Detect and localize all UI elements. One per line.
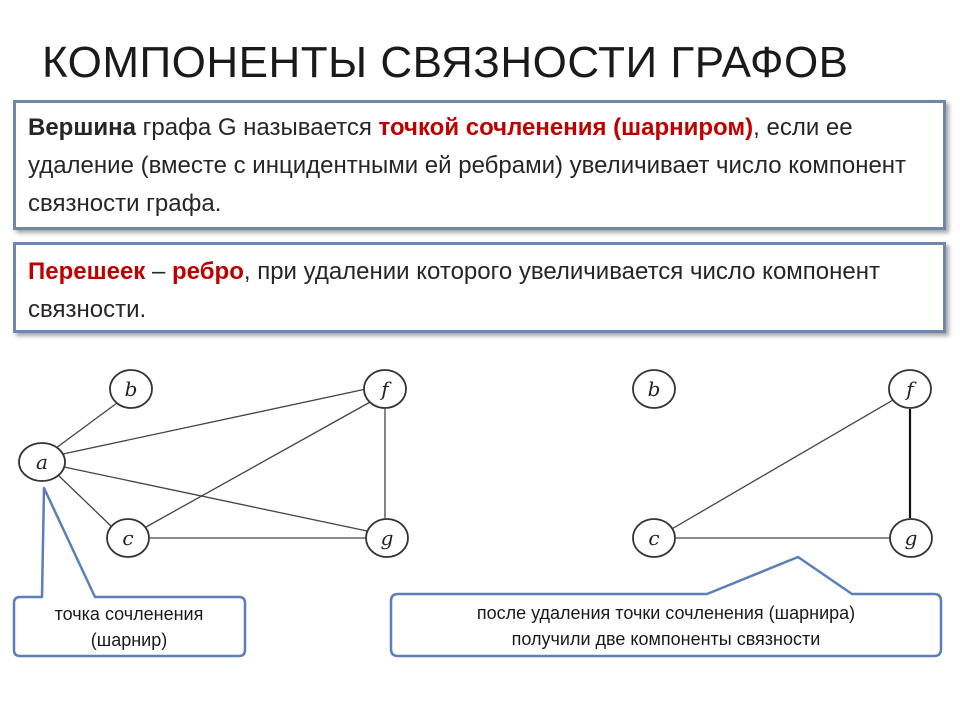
- definition-term: Перешеек: [28, 258, 146, 285]
- node-f: f: [888, 369, 932, 409]
- edge-a-f: [62, 388, 367, 455]
- definition-dash: –: [145, 258, 173, 285]
- callout-shape: [12, 486, 247, 658]
- node-c: c: [106, 518, 150, 558]
- node-label: g: [381, 526, 394, 550]
- callout-text-line2: (шарнир): [91, 630, 167, 650]
- edge-c-f: [669, 399, 894, 531]
- node-f: f: [363, 369, 407, 409]
- node-c: c: [632, 518, 676, 558]
- node-g: g: [889, 518, 933, 558]
- definition-highlight: ребро: [172, 258, 244, 285]
- callout-text-line1: точка сочленения: [55, 604, 204, 624]
- graph-after-edges: [669, 399, 912, 539]
- node-g: g: [365, 518, 409, 558]
- callout-text-line1: после удаления точки сочленения (шарнира…: [477, 603, 855, 623]
- callout-after-removal: после удаления точки сочленения (шарнира…: [389, 555, 943, 658]
- node-a: a: [18, 442, 66, 482]
- node-label: b: [648, 377, 661, 401]
- node-label: c: [122, 526, 133, 550]
- definition-box-articulation-point: Вершина графа G называется точкой сочлен…: [13, 100, 946, 230]
- callout-text-line2: получили две компоненты связности: [512, 629, 821, 649]
- graph-before-edges: [51, 388, 386, 539]
- definition-text: графа G называется: [135, 114, 379, 141]
- edge-a-g: [63, 466, 368, 532]
- slide-title: КОМПОНЕНТЫ СВЯЗНОСТИ ГРАФОВ: [42, 38, 849, 87]
- callout-shape: [389, 555, 943, 658]
- definition-text: , при удалении которого увеличивается чи…: [28, 258, 880, 323]
- edge-a-c: [56, 473, 113, 528]
- node-b: b: [632, 369, 676, 409]
- definition-term: Вершина: [28, 114, 136, 141]
- node-label: c: [648, 526, 659, 550]
- graph-after-nodes: b f c g: [632, 369, 933, 558]
- definition-box-bridge: Перешеек – ребро, при удалении которого …: [13, 242, 946, 333]
- node-b: b: [109, 369, 153, 409]
- edge-a-b: [51, 402, 118, 452]
- definition-highlight: точкой сочленения (шарниром): [378, 114, 754, 141]
- callout-articulation-point: точка сочленения (шарнир): [12, 486, 247, 658]
- graph-before-nodes: b f a c g: [18, 369, 409, 558]
- node-label: a: [36, 450, 48, 474]
- node-label: g: [905, 526, 918, 550]
- edge-c-f: [145, 400, 373, 528]
- definition-text: , если ее удаление (вместе с инцидентным…: [28, 114, 907, 217]
- node-label: b: [125, 377, 138, 401]
